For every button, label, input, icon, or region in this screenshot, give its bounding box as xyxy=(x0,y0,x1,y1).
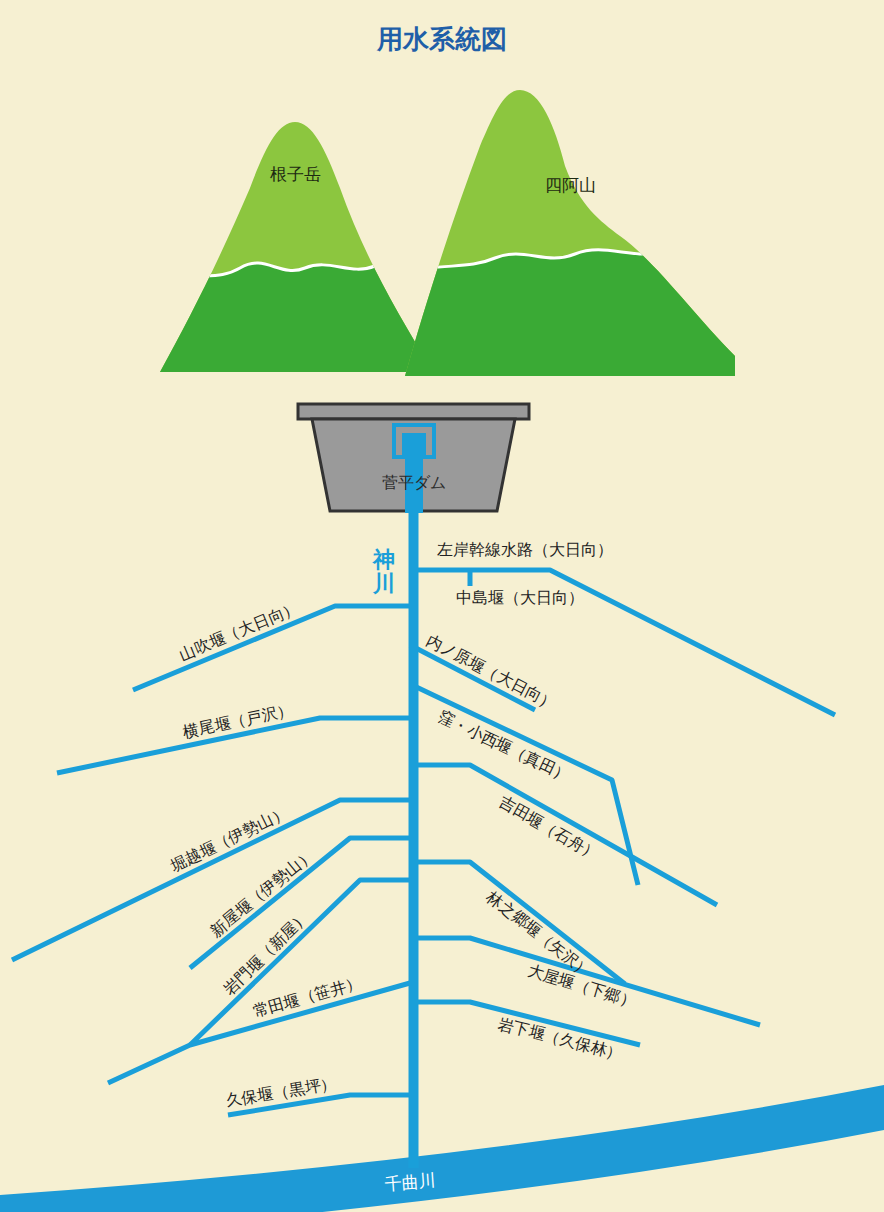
channel xyxy=(108,983,410,1083)
river-label: 神川 xyxy=(373,548,395,596)
weir-label: 中島堰（大日向） xyxy=(456,588,584,607)
channel xyxy=(190,838,410,968)
weir-label: 窪・小西堰（真田） xyxy=(435,707,573,786)
weir-label: 山吹堰（大日向） xyxy=(176,597,302,664)
dam-label: 菅平ダム xyxy=(297,473,530,494)
channel xyxy=(410,862,625,984)
dam: 菅平ダム xyxy=(297,403,530,513)
river-band-label-label: 千曲川 xyxy=(359,1168,460,1198)
weir-label: 岩下堰（久保林） xyxy=(496,1014,625,1064)
channel xyxy=(410,684,638,885)
weir-label: 吉田堰（石舟） xyxy=(495,792,602,864)
dam-shape xyxy=(297,403,530,513)
river-channel xyxy=(409,513,419,1168)
chikuma-river-band xyxy=(0,1085,884,1212)
weir-label: 常田堰（笹井） xyxy=(251,973,364,1022)
river-band-label: 千曲川 xyxy=(360,1168,460,1198)
mountain-shape xyxy=(160,118,430,372)
channel xyxy=(190,880,410,1045)
mountain-label: 四阿山 xyxy=(405,174,735,197)
channel xyxy=(468,570,473,586)
mountain: 根子岳 xyxy=(160,118,430,372)
channel xyxy=(410,938,760,1025)
weir-label: 堀越堰（伊勢山） xyxy=(167,802,290,875)
weir-label: 左岸幹線水路（大日向） xyxy=(437,540,613,559)
mountain-label: 根子岳 xyxy=(160,163,430,186)
mountain-shape xyxy=(405,86,735,376)
diagram-title: 用水系統図 xyxy=(0,22,884,57)
channel xyxy=(410,765,717,905)
weir-channels xyxy=(12,570,835,1115)
weir-label: 久保堰（黒坪） xyxy=(224,1074,338,1111)
weir-label: 内ノ原堰（大日向） xyxy=(423,630,560,713)
mountain: 四阿山 xyxy=(405,86,735,376)
channel xyxy=(12,800,410,960)
channel xyxy=(410,570,835,715)
weir-label: 横尾堰（戸沢） xyxy=(181,700,295,742)
